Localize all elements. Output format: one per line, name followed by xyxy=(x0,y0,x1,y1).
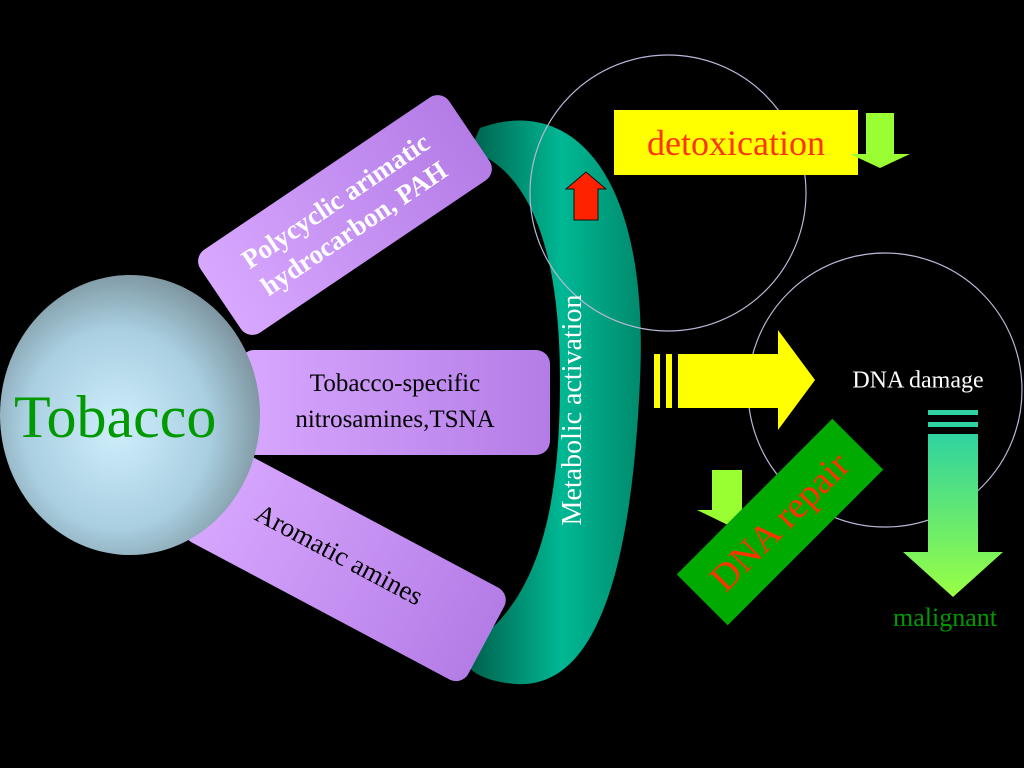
detox-circle xyxy=(529,54,807,332)
arrow-down-icon xyxy=(850,113,910,168)
metabolic-label: Metabolic activation xyxy=(557,294,588,526)
detox-label: detoxication xyxy=(647,123,825,163)
damage-label: DNA damage xyxy=(852,367,984,394)
arrow-right-icon xyxy=(654,330,815,430)
arrow-down-icon xyxy=(903,410,1003,597)
pill-aromatic xyxy=(184,448,506,682)
tsna-label: Tobacco-specific nitrosamines,TSNA xyxy=(295,366,494,438)
malignant-label: malignant xyxy=(893,603,997,632)
repair-box xyxy=(676,418,884,626)
tobacco-sphere xyxy=(0,275,260,555)
pill-pah xyxy=(198,95,492,335)
metabolic-band xyxy=(465,120,641,685)
arrow-up-icon xyxy=(564,171,608,221)
detox-box xyxy=(614,110,858,175)
tobacco-label: Tobacco xyxy=(14,384,217,450)
tsna-line2: nitrosamines,TSNA xyxy=(295,406,495,433)
pill-tsna xyxy=(240,350,550,455)
tsna-line1: Tobacco-specific xyxy=(309,370,481,397)
